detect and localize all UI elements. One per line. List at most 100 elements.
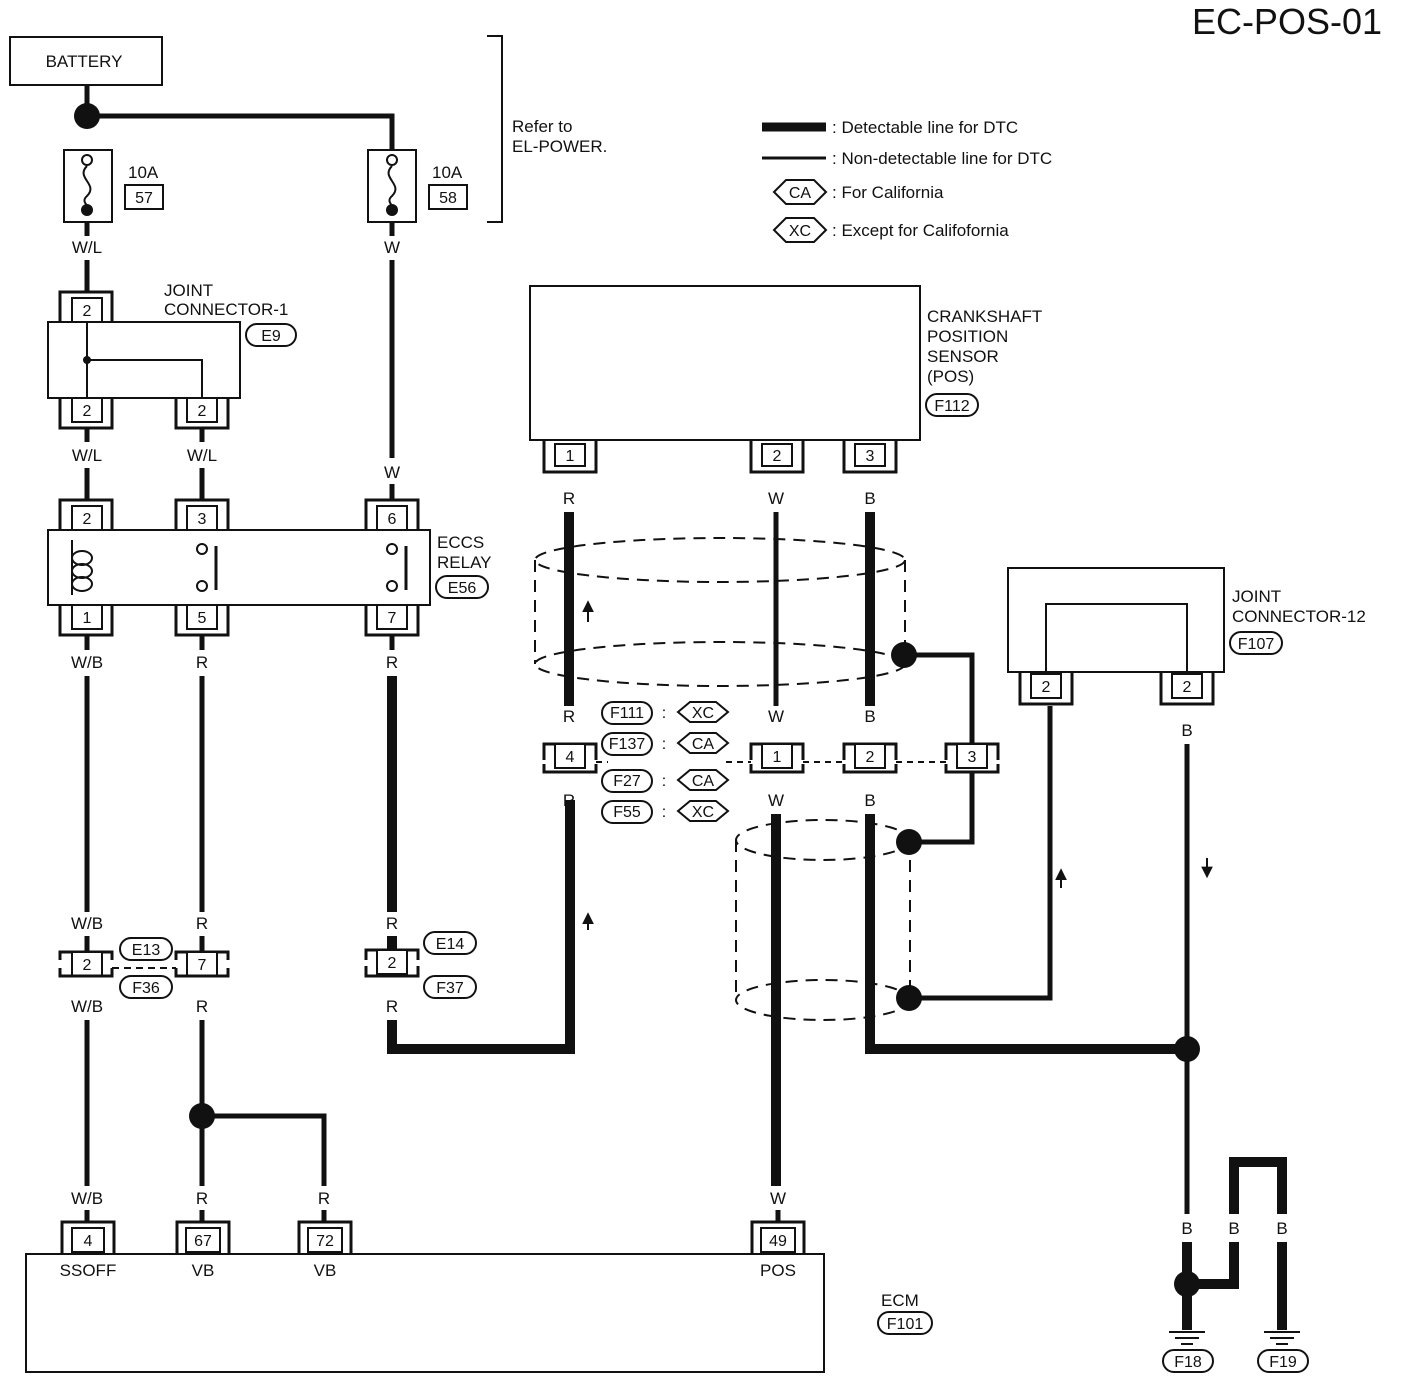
f37-id-badge bbox=[423, 975, 477, 999]
battery-label: BATTERY bbox=[46, 52, 123, 71]
jc12-box bbox=[1007, 567, 1225, 673]
variant-3-id: F27 bbox=[613, 773, 641, 790]
variant-2-id: F137 bbox=[609, 736, 646, 753]
fuse-57 bbox=[63, 149, 113, 223]
jc12-id: F107 bbox=[1238, 636, 1275, 653]
relay-top-pin-3: 6 bbox=[388, 511, 397, 528]
jc1-bottom-pin-2: 2 bbox=[198, 403, 207, 420]
legend-thick-text: : Detectable line for DTC bbox=[832, 118, 1018, 137]
jc1-id: E9 bbox=[261, 328, 281, 345]
wire-color-b-7: B bbox=[1276, 1219, 1287, 1238]
wire-color-r-5: R bbox=[196, 997, 208, 1016]
variant-3-sep: : bbox=[662, 773, 666, 790]
wire-color-wb-2: W/B bbox=[71, 914, 103, 933]
eccs-relay bbox=[47, 498, 431, 637]
ecm-id: F101 bbox=[887, 1316, 924, 1333]
e14-id-badge bbox=[423, 931, 477, 955]
wire-color-r-11: R bbox=[563, 791, 575, 810]
crankshaft-sensor-pins bbox=[542, 440, 898, 474]
fuse-57-number: 57 bbox=[135, 190, 153, 207]
inline-pin-1: 4 bbox=[566, 749, 575, 766]
diagram-code: EC-POS-01 bbox=[1192, 1, 1382, 42]
wire-color-r-7: R bbox=[318, 1189, 330, 1208]
wire-color-w-4: W bbox=[768, 707, 784, 726]
wire-color-r-2: R bbox=[196, 914, 208, 933]
wire-color-b-1: B bbox=[864, 489, 875, 508]
wire-color-r-9: R bbox=[563, 489, 575, 508]
variant-1-id: F111 bbox=[610, 705, 644, 722]
ecm-pin-49-label: POS bbox=[760, 1261, 796, 1280]
variant-list bbox=[601, 701, 730, 824]
ground-f18-id: F18 bbox=[1174, 1354, 1202, 1371]
wire-color-wl-2: W/L bbox=[72, 446, 102, 465]
refer-bracket bbox=[487, 35, 503, 223]
sensor-name-line2: POSITION bbox=[927, 327, 1008, 346]
shield-lower bbox=[735, 819, 911, 1021]
wire-color-r-10: R bbox=[563, 707, 575, 726]
wire-r-detectable-2 bbox=[387, 800, 575, 1054]
relay-id-badge bbox=[435, 575, 489, 599]
wire-color-r-8: R bbox=[386, 997, 398, 1016]
sensor-name-line3: SENSOR bbox=[927, 347, 999, 366]
wire-color-wb-4: W/B bbox=[71, 1189, 103, 1208]
wire-color-w-2: W bbox=[384, 463, 400, 482]
connector-e14-f37 bbox=[364, 948, 420, 978]
legend-xc-tag bbox=[772, 217, 828, 243]
fuse-58-rating: 10A bbox=[432, 163, 463, 182]
wire-color-r-4: R bbox=[386, 914, 398, 933]
ground-f19-badge bbox=[1257, 1349, 1309, 1373]
fuse-58 bbox=[367, 149, 417, 223]
fuse-57-rating: 10A bbox=[128, 163, 159, 182]
legend-thin-text: : Non-detectable line for DTC bbox=[832, 149, 1052, 168]
wire-color-w-1: W bbox=[384, 238, 400, 257]
e14-id: E14 bbox=[436, 936, 465, 953]
relay-id: E56 bbox=[448, 580, 477, 597]
refer-note-line2: EL-POWER. bbox=[512, 137, 607, 156]
e13-pin-2: 7 bbox=[198, 957, 207, 974]
wire-color-wl-1: W/L bbox=[72, 238, 102, 257]
inline-connectors bbox=[542, 742, 1000, 774]
ecm-pin-4-label: SSOFF bbox=[60, 1261, 117, 1280]
splice-f18 bbox=[1174, 1271, 1200, 1297]
relay-top-pin-1: 2 bbox=[83, 511, 92, 528]
variant-3-tag: CA bbox=[692, 773, 715, 790]
e13-id-badge bbox=[119, 937, 173, 961]
relay-top-pin-2: 3 bbox=[198, 511, 207, 528]
arrow-down-icon: ▼ bbox=[1197, 861, 1217, 883]
ecm-pin-67: 67 bbox=[194, 1233, 212, 1250]
ground-f19-id: F19 bbox=[1269, 1354, 1297, 1371]
variant-2-tag: CA bbox=[692, 736, 715, 753]
e13-id: E13 bbox=[132, 942, 161, 959]
jc1-id-badge bbox=[245, 323, 297, 347]
sensor-pin-3: 3 bbox=[866, 448, 875, 465]
jc12-name-line2: CONNECTOR-12 bbox=[1232, 607, 1366, 626]
ecm-id-badge bbox=[877, 1311, 933, 1335]
legend-xc-text: : Except for Califofornia bbox=[832, 221, 1009, 240]
fuse-58-number-box bbox=[428, 184, 468, 210]
inline-pin-2: 1 bbox=[773, 749, 782, 766]
wire-shield-lower-drain-2 bbox=[909, 706, 1053, 1001]
fuse-58-number: 58 bbox=[439, 190, 457, 207]
wire-b-join-f18 bbox=[1187, 1242, 1239, 1289]
f36-id: F36 bbox=[132, 980, 160, 997]
ground-f19-icon bbox=[1264, 1331, 1300, 1345]
variant-4-tag: XC bbox=[692, 804, 714, 821]
ecm-pin-49: 49 bbox=[769, 1233, 787, 1250]
wire-color-b-5: B bbox=[1181, 1219, 1192, 1238]
wire-color-r-6: R bbox=[196, 1189, 208, 1208]
sensor-name-line4: (POS) bbox=[927, 367, 974, 386]
relay-bottom-pin-1: 1 bbox=[83, 610, 92, 627]
wire-color-wl-3: W/L bbox=[187, 446, 217, 465]
sensor-pin-1: 1 bbox=[566, 448, 575, 465]
ecm-pin-67-label: VB bbox=[192, 1261, 215, 1280]
wire-color-b-4: B bbox=[1181, 721, 1192, 740]
jc1-top-pin: 2 bbox=[83, 303, 92, 320]
joint-connector-1 bbox=[47, 290, 241, 430]
sensor-id-badge bbox=[925, 393, 979, 417]
wire-color-wb-1: W/B bbox=[71, 653, 103, 672]
ecm-pins bbox=[60, 1220, 806, 1254]
crankshaft-sensor-box bbox=[529, 285, 921, 441]
variant-4-id: F55 bbox=[613, 804, 641, 821]
wire-shield-upper-drain bbox=[904, 652, 975, 744]
relay-bottom-pin-2: 5 bbox=[198, 610, 207, 627]
